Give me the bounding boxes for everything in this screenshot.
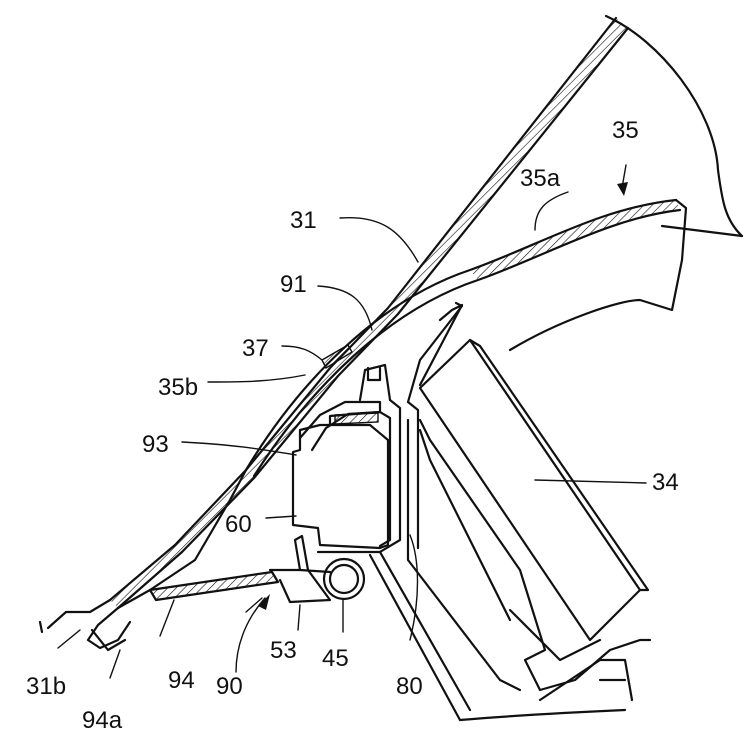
bracket-91 (360, 365, 390, 400)
label-90: 90 (216, 673, 243, 700)
label-35: 35 (612, 117, 639, 144)
label-94a: 94a (82, 707, 123, 734)
label-91: 91 (280, 271, 307, 298)
instrument-panel-35 (246, 200, 686, 476)
label-31: 31 (290, 207, 317, 234)
label-37: 37 (242, 335, 269, 362)
label-34: 34 (652, 469, 679, 496)
label-35a: 35a (520, 165, 561, 192)
label-60: 60 (225, 511, 252, 538)
label-35b: 35b (158, 374, 198, 401)
component-60 (293, 402, 388, 548)
meter-housing (408, 420, 650, 690)
meter-unit-34 (408, 303, 648, 640)
label-80: 80 (396, 673, 423, 700)
label-45: 45 (322, 645, 349, 672)
label-53: 53 (270, 637, 297, 664)
label-93: 93 (142, 431, 169, 458)
windshield-31 (110, 18, 628, 608)
label-94: 94 (168, 667, 195, 694)
pipe-45 (324, 559, 364, 599)
label-31b: 31b (26, 673, 66, 700)
